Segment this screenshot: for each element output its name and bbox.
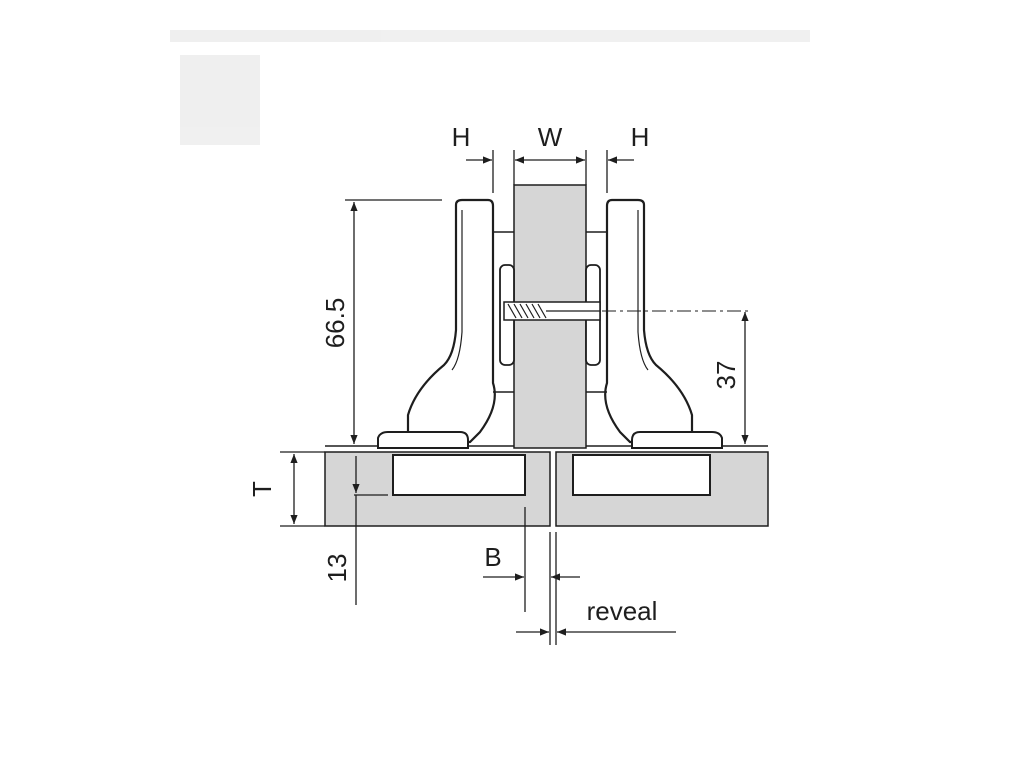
label-66-5: 66.5 (320, 298, 350, 349)
door-left (324, 451, 551, 527)
dimension-h-right (606, 150, 634, 193)
label-w: W (538, 122, 563, 152)
hinge-arm-right (585, 198, 723, 449)
label-37: 37 (711, 361, 741, 390)
door-right (555, 451, 769, 527)
label-h-right: H (631, 122, 650, 152)
label-b: B (484, 542, 501, 572)
dimension-w (513, 150, 587, 185)
label-13: 13 (322, 554, 352, 583)
hinge-arm-left (377, 198, 515, 449)
dimension-13 (352, 456, 388, 605)
label-t: T (247, 481, 277, 497)
dimension-t (280, 451, 325, 527)
dimension-66-5 (345, 199, 442, 444)
label-h-left: H (452, 122, 471, 152)
dimension-h-left (466, 150, 494, 193)
dimension-reveal (516, 532, 676, 645)
label-reveal: reveal (587, 596, 658, 626)
watermark (170, 30, 810, 145)
